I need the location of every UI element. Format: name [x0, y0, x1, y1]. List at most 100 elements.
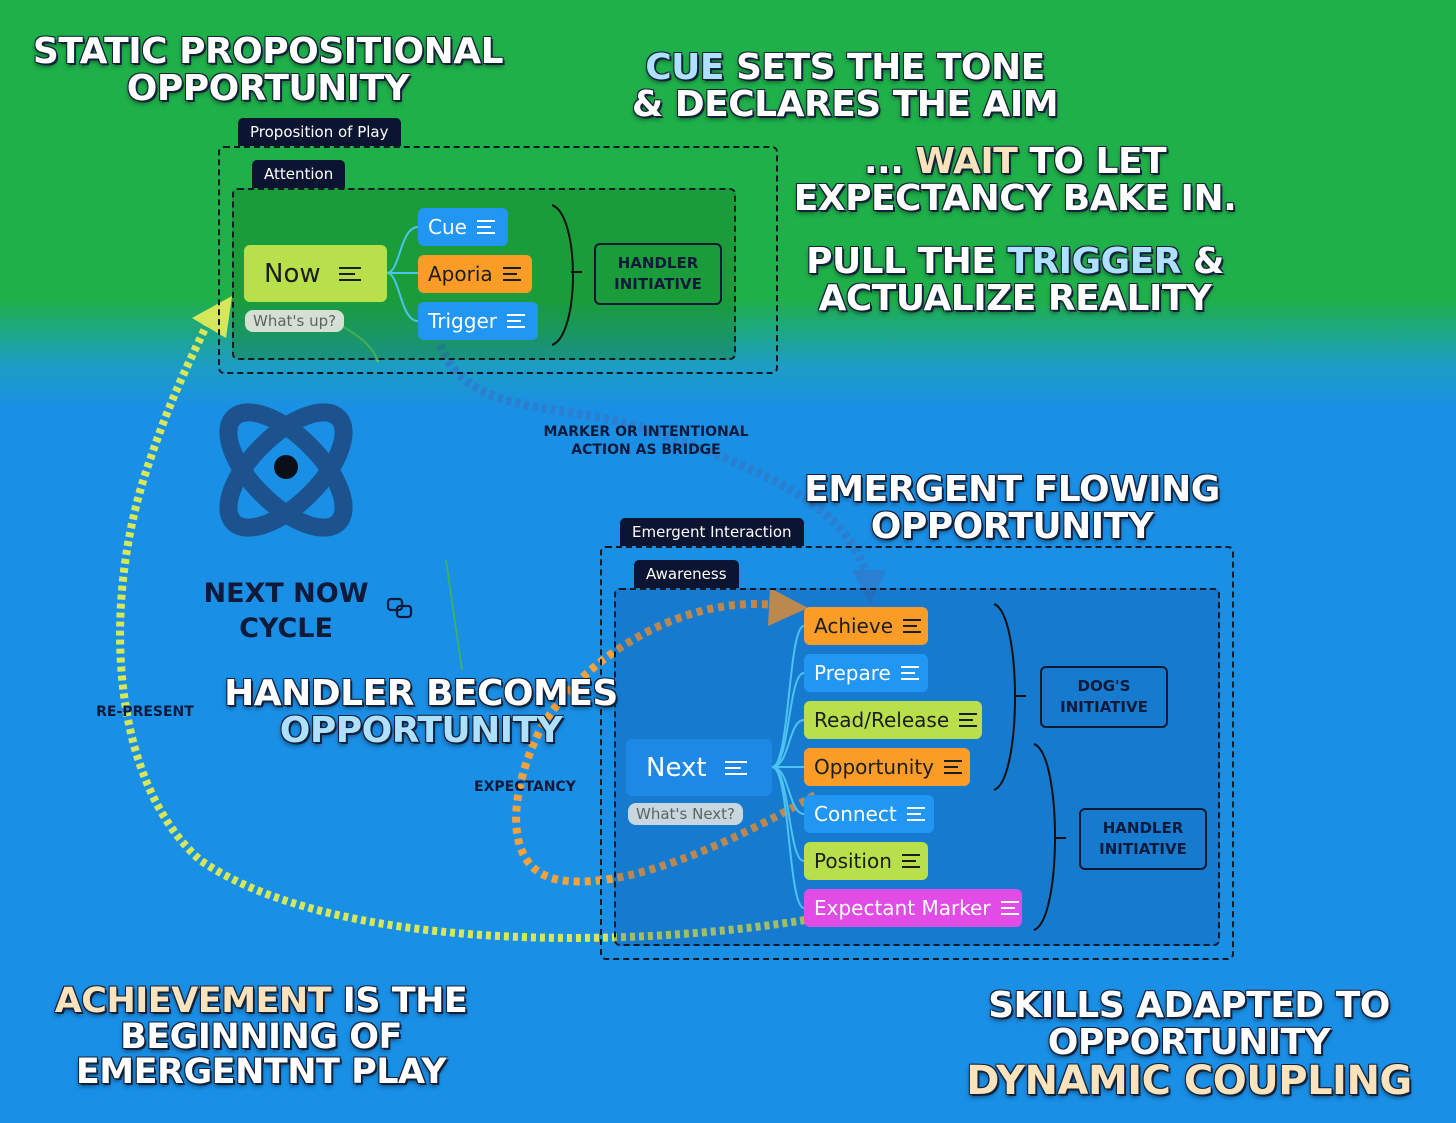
position-node-label: Position — [814, 849, 892, 873]
re-present-arrowhead — [192, 296, 232, 338]
marker-bridge-line2: ACTION AS BRIDGE — [571, 441, 721, 458]
next-label: Next — [646, 752, 707, 783]
skills-heading-line2: OPPORTUNITY — [1047, 1021, 1331, 1063]
achievement-heading-line2: BEGINNING OF — [120, 1016, 402, 1057]
pull-heading-line2: ACTUALIZE REALITY — [818, 277, 1212, 319]
next-now-line1: NEXT NOW — [203, 578, 369, 609]
marker-bridge-label: MARKER OR INTENTIONAL ACTION AS BRIDGE — [530, 424, 762, 459]
re-present-label: RE-PRESENT — [96, 704, 194, 720]
emergent-flowing-heading: EMERGENT FLOWING OPPORTUNITY — [790, 469, 1234, 547]
skills-heading-line1: SKILLS ADAPTED TO — [988, 985, 1390, 1026]
static-opportunity-heading: STATIC PROPOSITIONAL OPPORTUNITY — [18, 31, 518, 109]
emergent-heading-line1: EMERGENT FLOWING — [804, 469, 1220, 510]
achieve-node-label: Achieve — [814, 614, 894, 638]
cue-heading-rest: SETS THE TONE — [723, 47, 1045, 88]
dogs-initiative-line1: DOG'S — [1077, 677, 1131, 695]
expectancy-arrowhead — [768, 588, 808, 626]
dynamic-coupling-highlight: DYNAMIC COUPLING — [966, 1058, 1412, 1105]
wait-prefix: ... — [863, 141, 916, 182]
bottom-handler-initiative-box: HANDLER INITIATIVE — [1079, 808, 1207, 870]
cycle-faint-connector — [445, 559, 463, 671]
prepare-node-label: Prepare — [814, 661, 891, 685]
opportunity-node[interactable]: Opportunity — [804, 748, 970, 786]
trigger-highlight: TRIGGER — [1007, 241, 1181, 282]
handler-heading-line2: OPPORTUNITY — [279, 709, 563, 751]
prepare-node[interactable]: Prepare — [804, 654, 928, 692]
note-lines-icon — [506, 314, 525, 328]
emergent-interaction-tag[interactable]: Emergent Interaction — [620, 518, 804, 546]
top-handler-initiative-line1: HANDLER — [617, 254, 699, 272]
achieve-node[interactable]: Achieve — [804, 607, 928, 645]
static-heading-line1: STATIC PROPOSITIONAL — [32, 31, 504, 72]
trigger-node[interactable]: Trigger — [418, 302, 538, 340]
attention-tag[interactable]: Attention — [252, 160, 346, 188]
pull-prefix: PULL THE — [806, 241, 1008, 282]
note-lines-icon — [724, 760, 747, 775]
atom-icon — [219, 403, 353, 537]
pull-trigger-heading: PULL THE TRIGGER & ACTUALIZE REALITY — [790, 241, 1240, 319]
position-node[interactable]: Position — [804, 842, 928, 880]
proposition-of-play-tag[interactable]: Proposition of Play — [238, 118, 401, 146]
expectant-marker-node-label: Expectant Marker — [814, 896, 991, 920]
wait-heading: ... WAIT TO LET EXPECTANCY BAKE IN. — [780, 141, 1250, 219]
dogs-initiative-line2: INITIATIVE — [1060, 698, 1148, 716]
achievement-highlight: ACHIEVEMENT — [54, 981, 332, 1021]
static-heading-line2: OPPORTUNITY — [126, 67, 410, 109]
next-now-cycle-label: NEXT NOW CYCLE — [196, 576, 376, 646]
achievement-heading: ACHIEVEMENT IS THE BEGINNING OF EMERGENT… — [28, 981, 494, 1093]
now-root-node[interactable]: Now — [244, 245, 387, 302]
next-root-node[interactable]: Next — [626, 739, 772, 796]
note-lines-icon — [959, 713, 978, 727]
top-handler-initiative-line2: INITIATIVE — [614, 275, 702, 293]
emergent-heading-line2: OPPORTUNITY — [870, 505, 1154, 547]
marker-bridge-path — [435, 343, 871, 574]
marker-bridge-line1: MARKER OR INTENTIONAL — [543, 424, 749, 440]
note-lines-icon — [1000, 901, 1019, 915]
expectant-marker-node[interactable]: Expectant Marker — [804, 889, 1022, 927]
expectancy-label: EXPECTANCY — [474, 779, 576, 795]
achievement-heading-line3: EMERGENTNT PLAY — [75, 1052, 447, 1093]
trigger-node-label: Trigger — [428, 309, 497, 333]
bottom-handler-initiative-line1: HANDLER — [1102, 819, 1184, 837]
marker-bridge-arrowhead — [852, 570, 886, 604]
cue-highlight: CUE — [645, 47, 724, 88]
note-lines-icon — [338, 266, 361, 281]
next-now-line2: CYCLE — [239, 613, 333, 645]
awareness-tag[interactable]: Awareness — [634, 560, 739, 588]
handler-becomes-opportunity-heading: HANDLER BECOMES OPPORTUNITY — [214, 673, 628, 751]
cue-node-label: Cue — [428, 215, 467, 239]
emergent-interaction-boundary — [600, 546, 1234, 960]
note-lines-icon — [906, 807, 925, 821]
cue-node[interactable]: Cue — [418, 208, 508, 246]
connect-node[interactable]: Connect — [804, 795, 934, 833]
aporia-node-label: Aporia — [428, 262, 493, 286]
re-present-loop — [116, 316, 806, 942]
note-lines-icon — [502, 267, 521, 281]
now-subtitle: What's up? — [245, 310, 345, 332]
dogs-initiative-box: DOG'S INITIATIVE — [1040, 666, 1168, 728]
opportunity-node-label: Opportunity — [814, 755, 935, 779]
wait-heading-line2: EXPECTANCY BAKE IN. — [793, 177, 1237, 219]
expectancy-loop — [512, 600, 818, 886]
aporia-node[interactable]: Aporia — [418, 255, 532, 293]
wait-heading-rest: TO LET — [1017, 141, 1167, 182]
cue-heading: CUE SETS THE TONE & DECLARES THE AIM — [610, 47, 1080, 123]
note-lines-icon — [476, 220, 495, 234]
handler-heading-line1: HANDLER BECOMES — [224, 673, 618, 714]
read-release-node[interactable]: Read/Release — [804, 701, 982, 739]
link-icon[interactable] — [386, 597, 414, 619]
next-subtitle: What's Next? — [628, 803, 744, 825]
top-handler-initiative-box: HANDLER INITIATIVE — [594, 243, 722, 305]
note-lines-icon — [944, 760, 963, 774]
achievement-heading-rest: IS THE — [331, 981, 468, 1021]
note-lines-icon — [903, 619, 922, 633]
note-lines-icon — [900, 666, 919, 680]
now-label: Now — [264, 258, 321, 289]
proposition-of-play-boundary — [218, 146, 778, 374]
pull-heading-rest: & — [1181, 241, 1224, 282]
connect-node-label: Connect — [814, 802, 897, 826]
bottom-handler-initiative-line2: INITIATIVE — [1099, 840, 1187, 858]
wait-highlight: WAIT — [915, 141, 1018, 182]
note-lines-icon — [901, 854, 920, 868]
